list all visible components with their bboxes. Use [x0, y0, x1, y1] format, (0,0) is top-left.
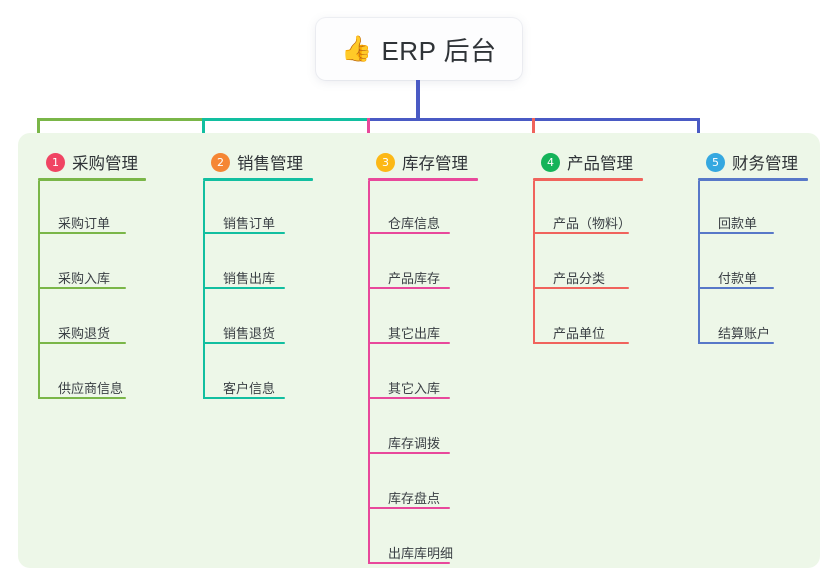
leaf-underline [368, 397, 450, 399]
leaf-underline [203, 232, 285, 234]
leaf-underline [368, 562, 450, 564]
branch-underline-1 [38, 178, 146, 181]
leaf-item[interactable]: 销售出库 [223, 271, 276, 286]
branch-index-badge-4: 4 [541, 152, 560, 172]
branch-spine-1 [38, 181, 40, 399]
leaf-item[interactable]: 库存调拨 [388, 436, 441, 451]
branch-title-4: 产品管理 [567, 155, 633, 173]
leaf-item[interactable]: 采购入库 [58, 271, 111, 286]
leaf-item[interactable]: 销售退货 [223, 326, 276, 341]
leaf-underline [38, 397, 126, 399]
leaf-item[interactable]: 产品（物料） [553, 216, 632, 231]
leaf-underline [368, 342, 450, 344]
leaf-underline [368, 287, 450, 289]
leaf-item[interactable]: 回款单 [718, 216, 758, 231]
branch-header-3[interactable]: 3 库存管理 [368, 150, 468, 174]
branch-title-1: 采购管理 [72, 155, 138, 173]
branch-index-badge-3: 3 [376, 152, 395, 172]
branch-header-5[interactable]: 5 财务管理 [698, 150, 798, 174]
branch-underline-3 [368, 178, 478, 181]
branch-header-4[interactable]: 4 产品管理 [533, 150, 633, 174]
leaf-item[interactable]: 供应商信息 [58, 381, 124, 396]
branch-header-2[interactable]: 2 销售管理 [203, 150, 303, 174]
branch-index-badge-5: 5 [706, 152, 725, 172]
leaf-underline [698, 287, 774, 289]
leaf-underline [203, 342, 285, 344]
branch-spine-2 [203, 181, 205, 399]
leaf-underline [533, 287, 629, 289]
leaf-underline [38, 342, 126, 344]
leaf-item[interactable]: 仓库信息 [388, 216, 441, 231]
branch-title-3: 库存管理 [402, 155, 468, 173]
leaf-item[interactable]: 产品分类 [553, 271, 606, 286]
branches-panel [18, 133, 820, 568]
leaf-underline [203, 397, 285, 399]
branch-underline-2 [203, 178, 313, 181]
thumbs-up-emoji: 👍 [341, 34, 373, 63]
leaf-item[interactable]: 采购订单 [58, 216, 111, 231]
leaf-underline [368, 507, 450, 509]
leaf-item[interactable]: 产品单位 [553, 326, 606, 341]
leaf-item[interactable]: 结算账户 [718, 326, 771, 341]
leaf-item[interactable]: 销售订单 [223, 216, 276, 231]
bus-segment-left [37, 118, 204, 121]
branch-underline-4 [533, 178, 643, 181]
branch-underline-5 [698, 178, 808, 181]
leaf-item[interactable]: 产品库存 [388, 271, 441, 286]
branch-spine-5 [698, 181, 700, 344]
branch-title-2: 销售管理 [237, 155, 303, 173]
leaf-underline [38, 287, 126, 289]
root-node-erp-backend[interactable]: 👍 ERP 后台 [316, 18, 522, 80]
branch-index-badge-2: 2 [211, 152, 230, 172]
leaf-underline [698, 342, 774, 344]
leaf-underline [203, 287, 285, 289]
branch-title-5: 财务管理 [732, 155, 798, 173]
trunk-line [416, 80, 420, 121]
leaf-underline [533, 342, 629, 344]
leaf-item[interactable]: 付款单 [718, 271, 758, 286]
leaf-item[interactable]: 库存盘点 [388, 491, 441, 506]
root-node-label: ERP 后台 [381, 35, 497, 66]
leaf-item[interactable]: 客户信息 [223, 381, 276, 396]
leaf-item[interactable]: 其它入库 [388, 381, 441, 396]
leaf-underline [698, 232, 774, 234]
leaf-item[interactable]: 其它出库 [388, 326, 441, 341]
branch-spine-4 [533, 181, 535, 344]
leaf-item[interactable]: 出库库明细 [388, 546, 454, 561]
branch-header-1[interactable]: 1 采购管理 [38, 150, 138, 174]
leaf-underline [38, 232, 126, 234]
branch-spine-3 [368, 181, 370, 564]
leaf-underline [533, 232, 629, 234]
bus-segment-mid [202, 118, 369, 121]
leaf-item[interactable]: 采购退货 [58, 326, 111, 341]
leaf-underline [368, 232, 450, 234]
branch-index-badge-1: 1 [46, 152, 65, 172]
leaf-underline [368, 452, 450, 454]
